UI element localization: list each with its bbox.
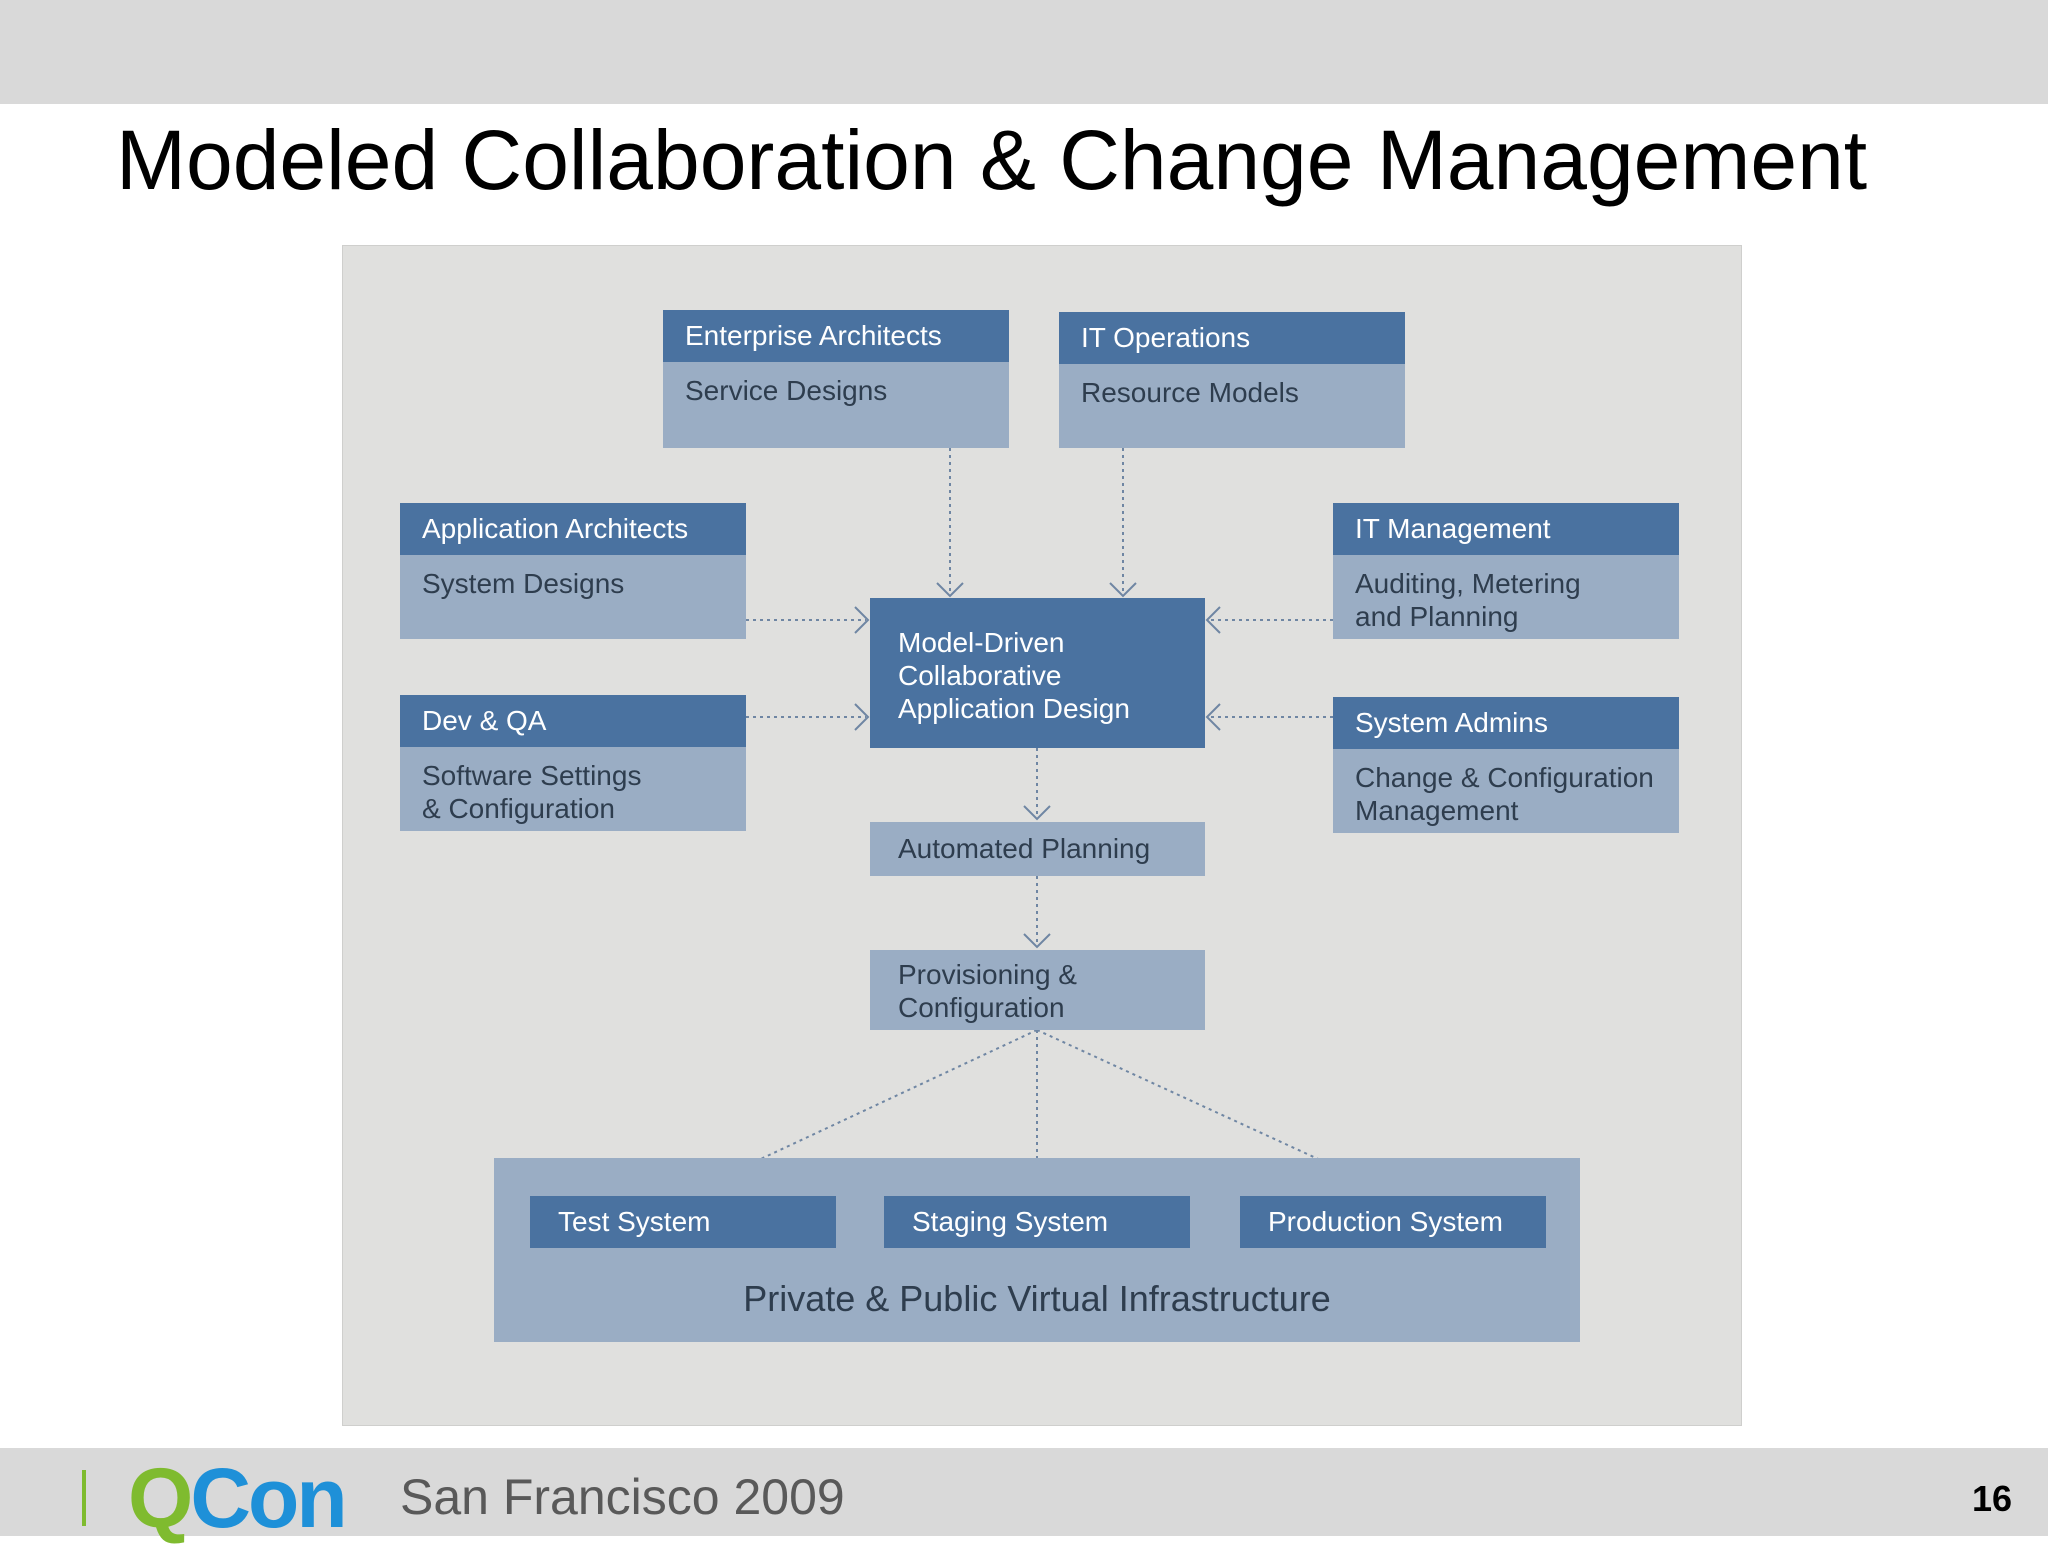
provisioning-box: Provisioning & Configuration [870,950,1205,1030]
software-settings-line1: Software Settings [422,760,642,791]
arrowhead-provisioning [1023,933,1051,949]
enterprise-architects-header: Enterprise Architects [663,310,1009,362]
automated-planning-box: Automated Planning [870,822,1205,876]
application-architects-header: Application Architects [400,503,746,555]
service-designs-label: Service Designs [685,375,888,406]
logo-divider [82,1470,86,1526]
auditing-line2: and Planning [1355,601,1519,632]
system-designs-label: System Designs [422,568,625,599]
change-config-line1: Change & Configuration [1355,762,1654,793]
it-management-box: IT Management Auditing, Metering and Pla… [1333,503,1679,639]
change-config-line2: Management [1355,795,1519,826]
bottom-bar [0,1448,2048,1536]
provisioning-line2: Configuration [898,992,1065,1023]
software-settings-line2: & Configuration [422,793,616,824]
arrowhead-ea [936,582,964,598]
test-system-box: Test System [530,1196,836,1248]
resource-models-label: Resource Models [1081,377,1299,408]
infrastructure-label: Private & Public Virtual Infrastructure [743,1278,1331,1319]
page-number: 16 [1971,1478,2012,1519]
arrowhead-sa [1205,703,1221,731]
center-line3: Application Design [898,693,1130,724]
change-config-label: Change & Configuration Management [1333,749,1679,827]
top-bar [0,0,2048,104]
arrowhead-itm [1205,606,1221,634]
application-architects-box: Application Architects System Designs [400,503,746,639]
auditing-line1: Auditing, Metering [1355,568,1581,599]
slide-title: Modeled Collaboration & Change Managemen… [116,113,1868,207]
model-driven-design-box: Model-Driven Collaborative Application D… [870,598,1205,748]
system-admins-header: System Admins [1333,697,1679,749]
arrowhead-planning [1023,805,1051,821]
production-system-box: Production System [1240,1196,1546,1248]
provisioning-line1: Provisioning & [898,959,1077,990]
it-operations-box: IT Operations Resource Models [1059,312,1405,448]
arrowhead-aa [854,606,870,634]
system-admins-box: System Admins Change & Configuration Man… [1333,697,1679,833]
center-line2: Collaborative [898,660,1062,691]
connector-prov-test [689,1029,1038,1193]
center-line1: Model-Driven [898,627,1065,658]
infrastructure-box [494,1158,1580,1342]
it-management-header: IT Management [1333,503,1679,555]
arrowhead-dev [854,703,870,731]
it-operations-header: IT Operations [1059,312,1405,364]
auditing-label: Auditing, Metering and Planning [1333,555,1679,633]
dev-qa-box: Dev & QA Software Settings & Configurati… [400,695,746,831]
arrowhead-ito [1109,582,1137,598]
staging-system-box: Staging System [884,1196,1190,1248]
dev-qa-header: Dev & QA [400,695,746,747]
qcon-logo-con: Con [190,1451,347,1545]
software-settings-label: Software Settings & Configuration [400,747,746,825]
qcon-logo: QCon [128,1448,348,1548]
footer-event-label: San Francisco 2009 [400,1469,845,1525]
enterprise-architects-box: Enterprise Architects Service Designs [663,310,1009,448]
qcon-logo-q: Q [128,1451,193,1545]
